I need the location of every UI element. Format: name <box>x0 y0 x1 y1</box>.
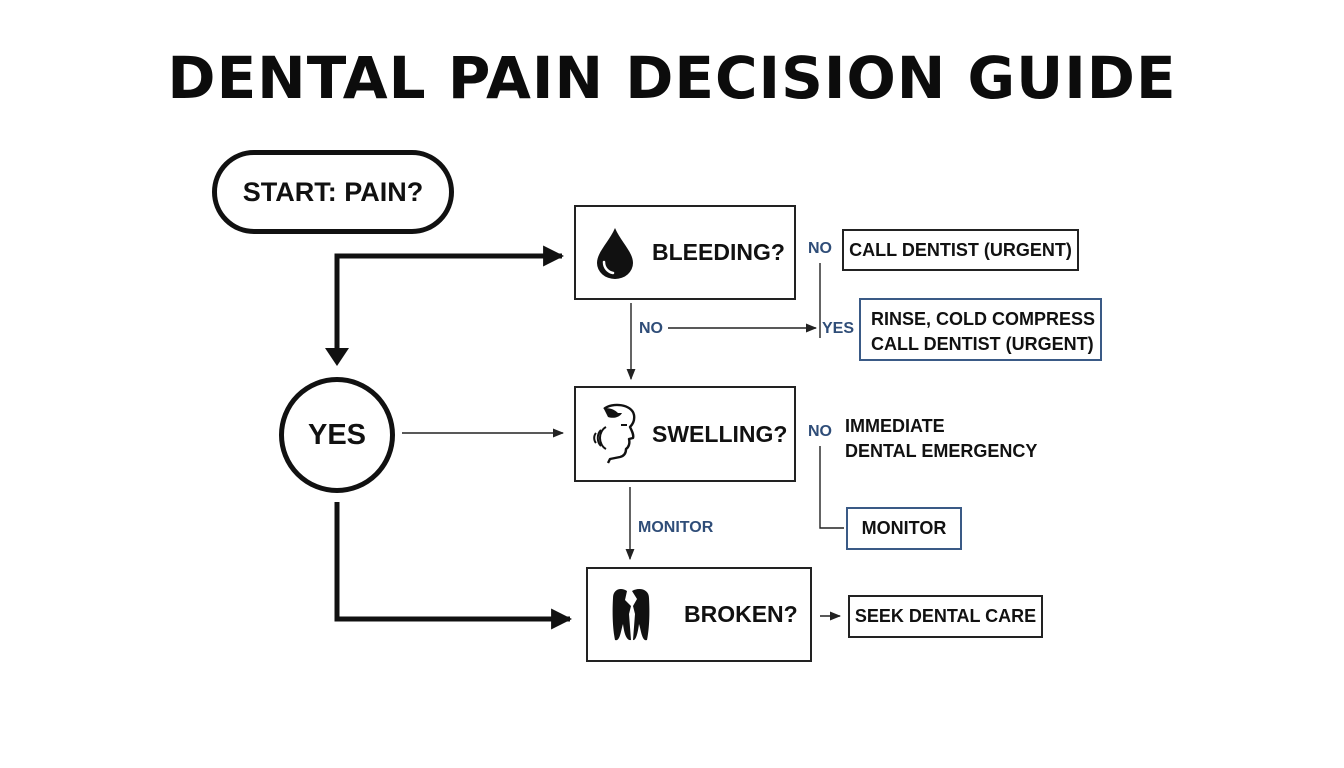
swelling-label: SWELLING? <box>652 420 788 447</box>
broken-label: BROKEN? <box>684 601 798 627</box>
yes-node: YES <box>279 377 395 493</box>
swelling-decision: SWELLING? <box>574 386 796 482</box>
bleeding-label: BLEEDING? <box>652 239 785 265</box>
outcome-monitor: MONITOR <box>846 507 962 550</box>
outcome-seek-dental-care: SEEK DENTAL CARE <box>848 595 1043 638</box>
swollen-face-icon <box>592 403 638 465</box>
outcome-immediate-line1: IMMEDIATE <box>845 416 945 436</box>
outcome-immediate-emergency: IMMEDIATE DENTAL EMERGENCY <box>845 414 1037 464</box>
edge-yes-to-broken <box>334 502 573 630</box>
edge-start-to-yes-arrowhead <box>325 348 349 366</box>
broken-decision: BROKEN? <box>586 567 812 662</box>
edge-label-bleeding-yes: YES <box>822 320 855 337</box>
edge-label-swelling-monitor: MONITOR <box>638 519 714 536</box>
edge-label-swelling-no: NO <box>808 423 832 440</box>
edge-label-bleeding-no-down: NO <box>639 320 663 337</box>
outcome-call-dentist: CALL DENTIST (URGENT) <box>842 229 1079 271</box>
bleeding-decision: BLEEDING? <box>574 205 796 300</box>
blood-drop-icon <box>592 222 638 284</box>
broken-tooth-icon <box>608 584 654 646</box>
outcome-rinse-line2: CALL DENTIST (URGENT) <box>871 334 1094 354</box>
outcome-rinse-line1: RINSE, COLD COMPRESS <box>871 309 1096 329</box>
edge-swelling-to-monitor <box>819 446 844 529</box>
edge-start-to-bleeding <box>334 245 565 352</box>
start-node: START: PAIN? <box>212 150 454 234</box>
edge-label-bleeding-no: NO <box>808 240 832 257</box>
page-title: DENTAL PAIN DECISION GUIDE <box>167 44 1177 112</box>
outcome-immediate-line2: DENTAL EMERGENCY <box>845 441 1038 461</box>
outcome-rinse-cold-compress: RINSE, COLD COMPRESS CALL DENTIST (URGEN… <box>859 298 1102 361</box>
